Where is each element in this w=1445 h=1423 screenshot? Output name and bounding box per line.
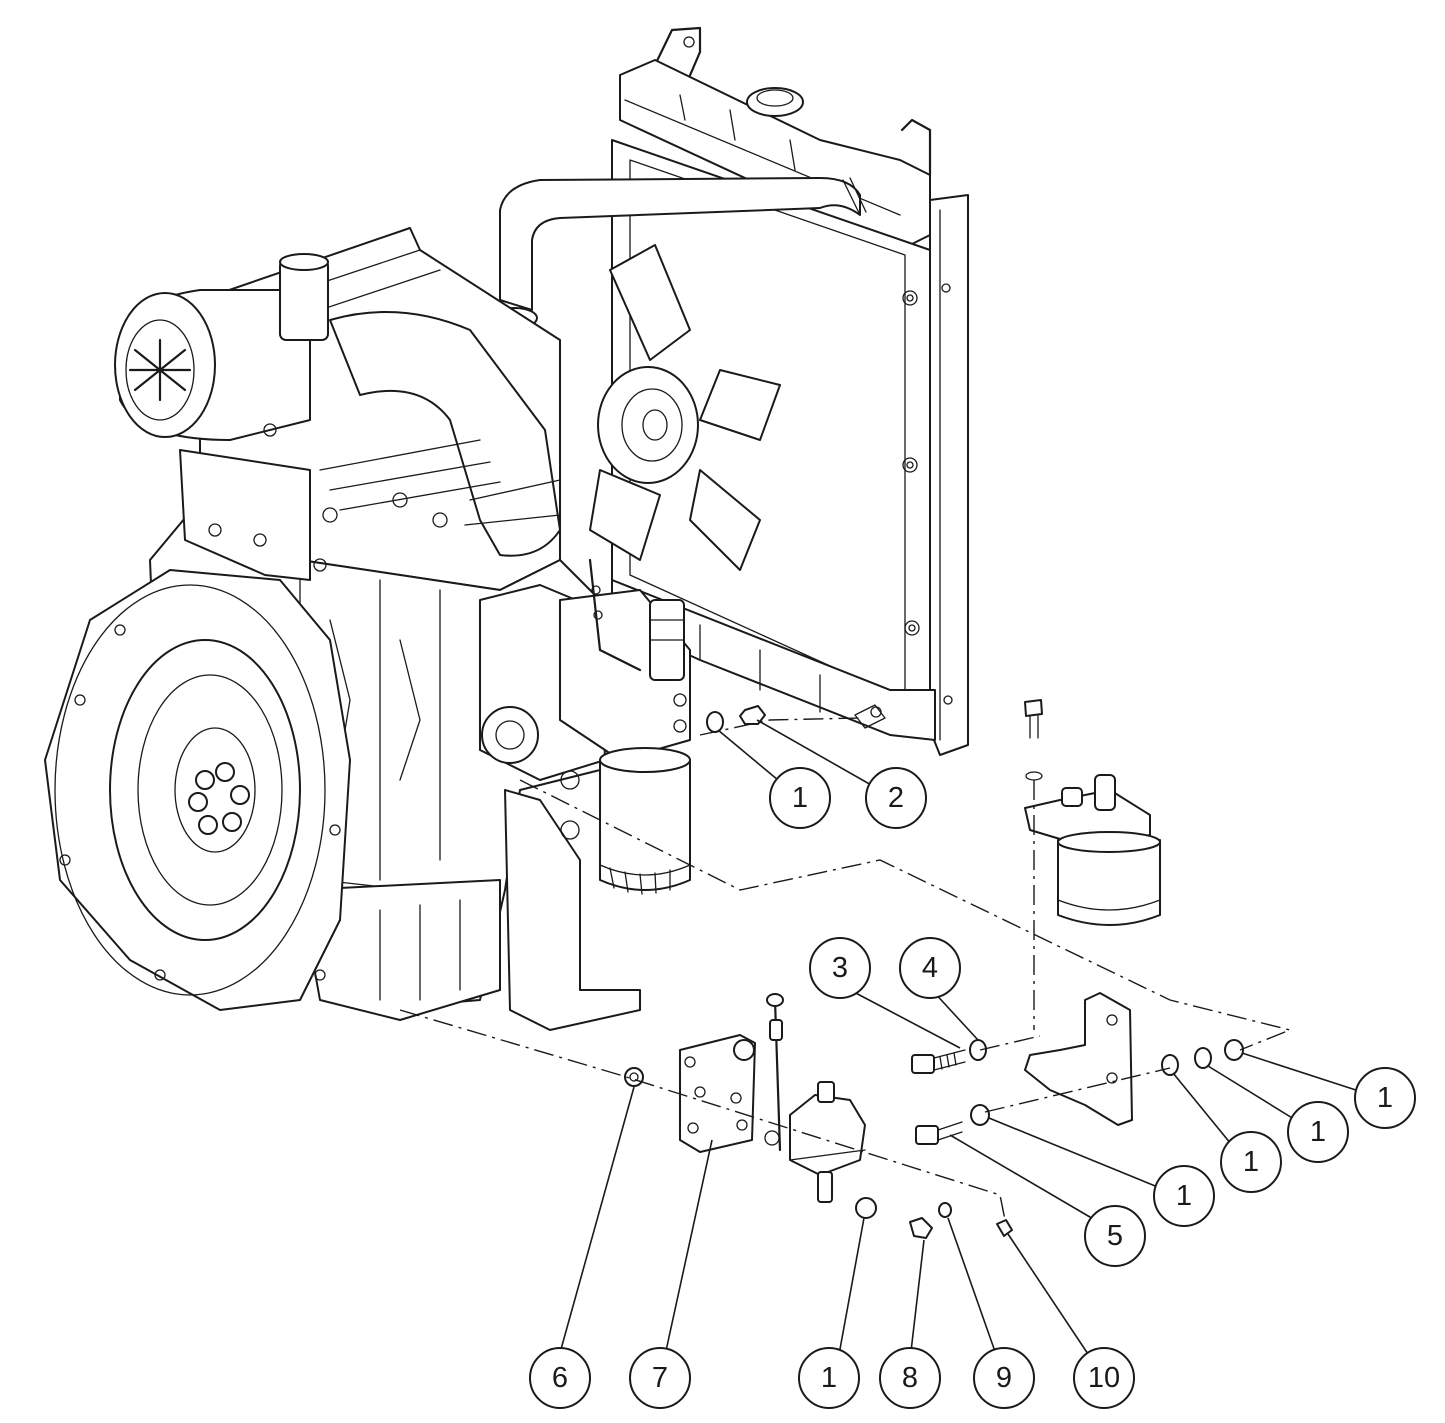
svg-text:1: 1 (821, 1362, 837, 1394)
callout-1-washer-c: 1 (1220, 1131, 1282, 1193)
mounting-bracket (1024, 992, 1133, 1126)
callout-4-washer: 4 (899, 937, 961, 999)
mounting-plate-7 (679, 1034, 756, 1153)
svg-text:4: 4 (922, 952, 938, 984)
svg-text:9: 9 (996, 1362, 1012, 1394)
assembly-lines (399, 717, 1293, 1221)
callout-3-bolt: 3 (809, 937, 871, 999)
bolt-5 (915, 1121, 963, 1145)
callout-8-bolt: 8 (879, 1347, 941, 1409)
svg-text:1: 1 (1243, 1146, 1259, 1178)
washer-9 (938, 1202, 952, 1218)
svg-text:1: 1 (1377, 1082, 1393, 1114)
callout-1-washer-bottom: 1 (798, 1347, 860, 1409)
callout-1-washer-a: 1 (1354, 1067, 1416, 1129)
nut-2 (739, 705, 766, 725)
svg-text:1: 1 (792, 782, 808, 814)
svg-text:10: 10 (1088, 1362, 1120, 1394)
washer-group (706, 711, 1244, 1126)
flywheel-housing (44, 569, 351, 1011)
svg-text:5: 5 (1107, 1220, 1123, 1252)
callout-balloons: 1 2 3 4 1 1 1 1 (529, 767, 1416, 1409)
svg-text:6: 6 (552, 1362, 568, 1394)
callout-9-washer: 9 (973, 1347, 1035, 1409)
svg-text:7: 7 (652, 1362, 668, 1394)
cooling-fan (589, 244, 781, 571)
svg-text:2: 2 (888, 782, 904, 814)
fuel-filter-assembly (1024, 699, 1161, 926)
washer-4 (969, 1039, 987, 1061)
callout-7-plate: 7 (629, 1347, 691, 1409)
callout-1-washer-b: 1 (1287, 1101, 1349, 1163)
bolt-3 (911, 1049, 966, 1074)
screw-10 (996, 1219, 1013, 1237)
svg-text:1: 1 (1310, 1116, 1326, 1148)
svg-text:1: 1 (1176, 1180, 1192, 1212)
washer-1-bottom (855, 1197, 877, 1219)
bolt-8 (909, 1217, 933, 1239)
callout-1-oil-washer: 1 (769, 767, 831, 829)
svg-text:3: 3 (832, 952, 848, 984)
nut-6 (624, 1067, 644, 1087)
callout-1-washer-d: 1 (1153, 1165, 1215, 1227)
fuel-pump (764, 993, 866, 1203)
svg-text:8: 8 (902, 1362, 918, 1394)
callout-5-bolt: 5 (1084, 1205, 1146, 1267)
callout-10-screw: 10 (1073, 1347, 1135, 1409)
callout-2-nut: 2 (865, 767, 927, 829)
callout-6-nut: 6 (529, 1347, 591, 1409)
